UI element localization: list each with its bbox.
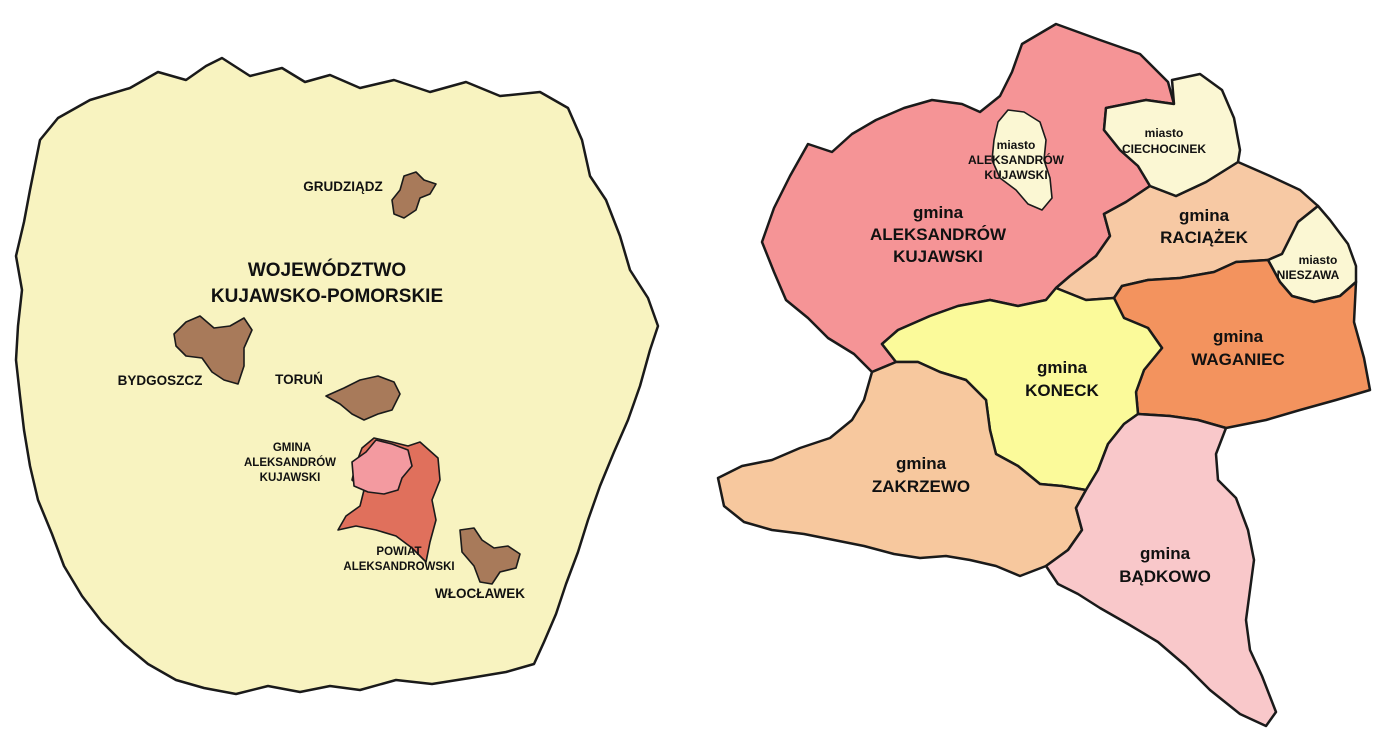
- label-gmina-koneck-2: KONECK: [1025, 381, 1099, 400]
- label-wloclawek: WŁOCŁAWEK: [435, 586, 525, 601]
- label-miasto-nieszawa-1: miasto: [1299, 253, 1338, 267]
- gmina-badkowo-region: [1044, 412, 1278, 728]
- label-miasto-ciechocinek-2: CIECHOCINEK: [1122, 142, 1206, 156]
- label-gmina-zakrzewo-2: ZAKRZEWO: [872, 477, 970, 496]
- label-gmina-koneck-1: gmina: [1037, 358, 1088, 377]
- label-gmina-aleksandrow-3: KUJAWSKI: [893, 247, 983, 266]
- left-map: GRUDZIĄDZ WOJEWÓDZTWO KUJAWSKO-POMORSKIE…: [14, 56, 660, 696]
- city-grudziadz-shape: [391, 171, 437, 219]
- label-bydgoszcz: BYDGOSZCZ: [118, 373, 203, 388]
- label-gmina-raciazek-1: gmina: [1179, 206, 1230, 225]
- label-gmina-raciazek-2: RACIĄŻEK: [1160, 228, 1249, 247]
- label-miasto-aleksandrow-3: KUJAWSKI: [984, 168, 1047, 182]
- city-bydgoszcz-shape: [173, 315, 253, 385]
- label-gmina-aleksandrow-2: ALEKSANDRÓW: [870, 225, 1007, 244]
- label-miasto-aleksandrow-1: miasto: [997, 138, 1036, 152]
- label-gmina-line3: KUJAWSKI: [260, 472, 321, 484]
- label-miasto-aleksandrow-2: ALEKSANDRÓW: [968, 152, 1065, 167]
- label-miasto-ciechocinek-1: miasto: [1145, 126, 1184, 140]
- label-gmina-aleksandrow-1: gmina: [913, 203, 964, 222]
- label-gmina-line1: GMINA: [273, 442, 311, 454]
- label-gmina-badkowo-1: gmina: [1140, 544, 1191, 563]
- label-powiat-line2: ALEKSANDROWSKI: [343, 561, 454, 573]
- gmina-aleksandrow-shape: [351, 439, 413, 495]
- label-grudziadz: GRUDZIĄDZ: [303, 179, 383, 194]
- voivodeship-shape: [14, 56, 660, 696]
- label-gmina-zakrzewo-1: gmina: [896, 454, 947, 473]
- city-torun-shape: [325, 375, 401, 421]
- label-voivodeship-line2: KUJAWSKO-POMORSKIE: [211, 286, 443, 307]
- label-torun: TORUŃ: [275, 372, 323, 387]
- gmina-zakrzewo-region: [716, 360, 1088, 578]
- label-voivodeship-line1: WOJEWÓDZTWO: [248, 259, 406, 281]
- label-miasto-nieszawa-2: NIESZAWA: [1277, 268, 1340, 282]
- right-map: gmina ALEKSANDRÓW KUJAWSKI miasto ALEKSA…: [716, 22, 1372, 728]
- label-gmina-waganiec-2: WAGANIEC: [1191, 350, 1285, 369]
- city-wloclawek-shape: [459, 527, 521, 585]
- label-powiat-line1: POWIAT: [376, 546, 421, 558]
- miasto-aleksandrow-region: [991, 109, 1053, 211]
- label-gmina-waganiec-1: gmina: [1213, 327, 1264, 346]
- label-gmina-line2: ALEKSANDRÓW: [244, 456, 336, 469]
- miasto-ciechocinek-region: [1102, 72, 1242, 198]
- label-gmina-badkowo-2: BĄDKOWO: [1119, 567, 1211, 586]
